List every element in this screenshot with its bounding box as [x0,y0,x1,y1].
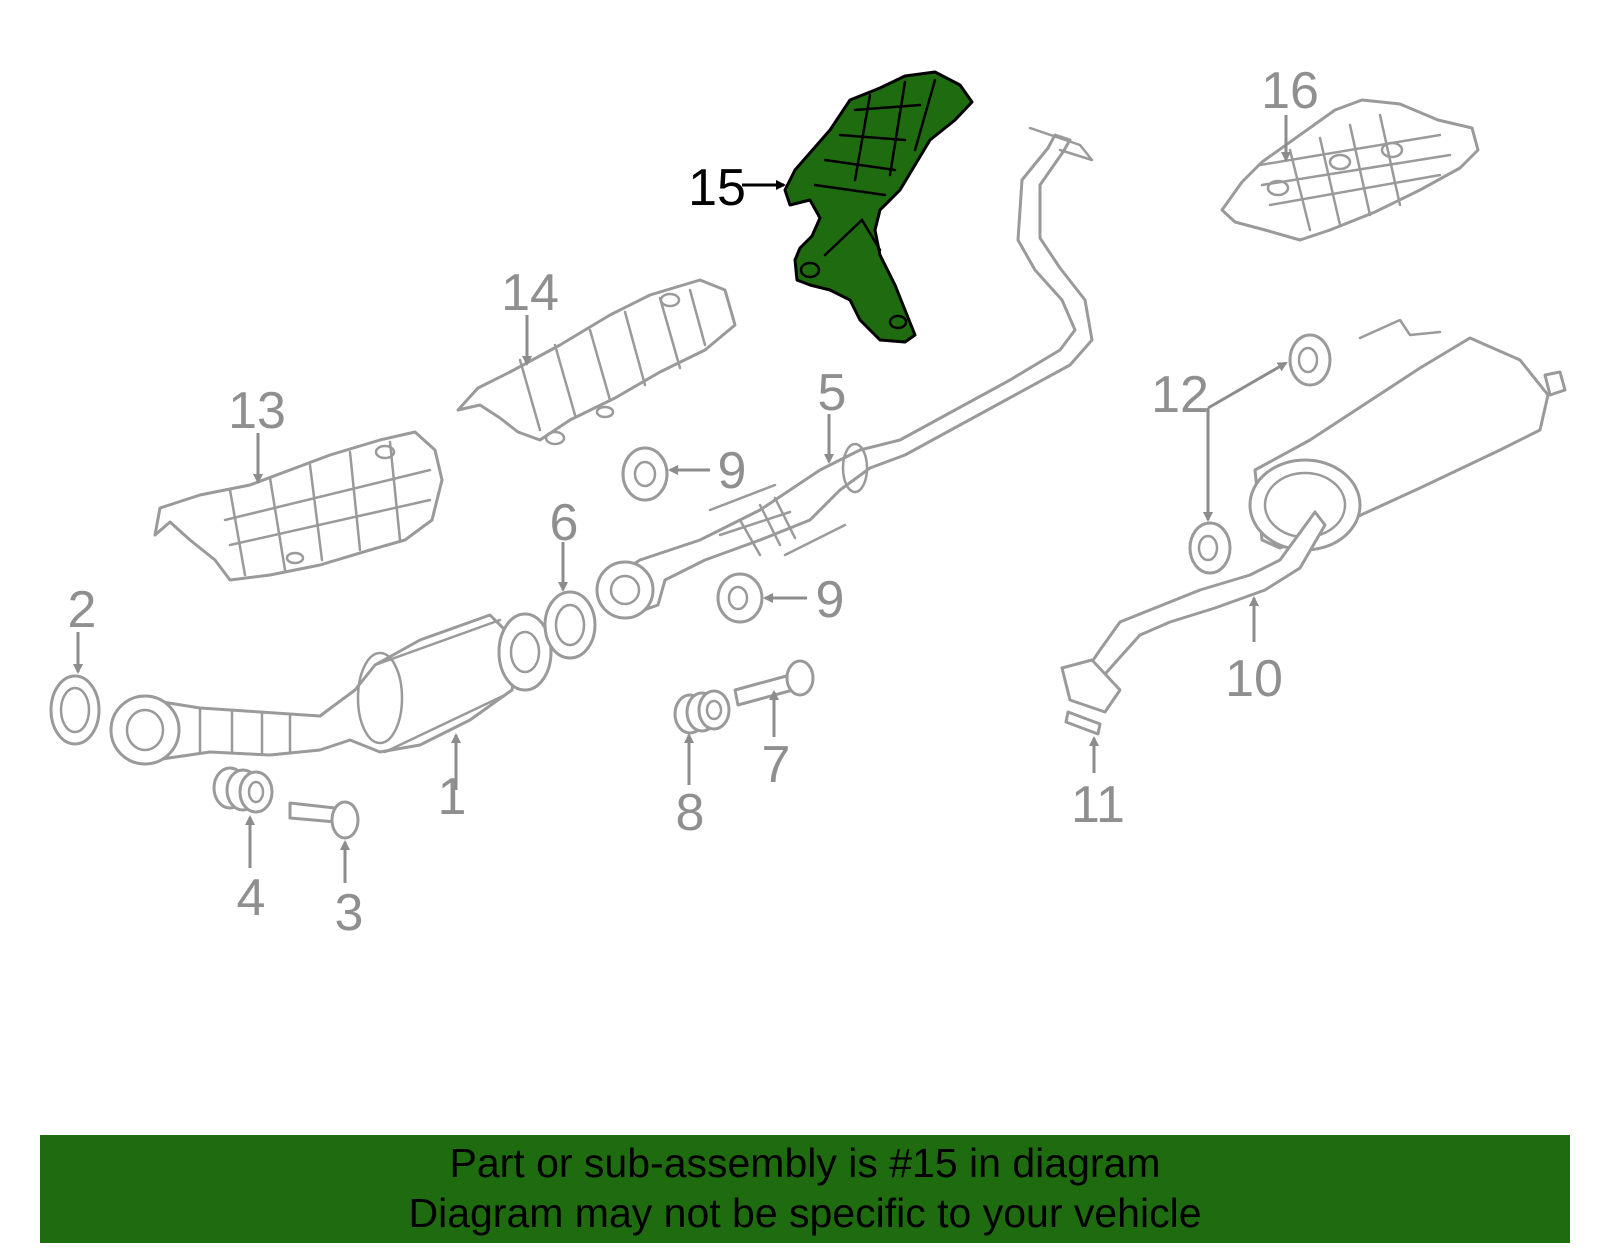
part-6-gasket[interactable] [543,590,597,660]
callout-12: 12 [1151,366,1209,424]
callout-14: 14 [501,264,559,322]
callout-1: 1 [438,768,467,826]
part-9-hanger-lower[interactable] [716,572,764,624]
callout-11: 11 [1071,776,1125,834]
part-15-heat-shield-highlighted[interactable] [783,70,974,344]
info-banner: Part or sub-assembly is #15 in diagram D… [40,1135,1570,1243]
callout-9-lower: 9 [816,571,845,629]
callout-3: 3 [335,884,364,942]
callout-8: 8 [676,784,705,842]
part-10-muffler[interactable] [1060,318,1567,714]
part-13-heat-shield[interactable] [153,430,444,582]
part-11-gasket[interactable] [1064,710,1102,736]
callout-10: 10 [1225,650,1283,708]
callout-13: 13 [228,382,286,440]
callout-7: 7 [762,736,791,794]
part-12-hanger-upper[interactable] [1288,333,1332,387]
part-1-front-pipe[interactable] [109,612,553,766]
part-8-spring[interactable] [673,689,731,735]
part-14-heat-shield[interactable] [456,278,737,446]
callout-6: 6 [550,494,579,552]
callout-15: 15 [688,159,746,217]
part-9-hanger-upper[interactable] [621,446,669,502]
callout-labels: 1 2 3 4 5 6 7 8 9 9 10 11 12 13 14 16 15 [68,62,1319,942]
part-16-heat-shield[interactable] [1220,98,1480,242]
callout-5: 5 [818,364,847,422]
leader-lines [73,115,1291,883]
callout-2: 2 [68,581,97,639]
part-5-center-pipe[interactable] [595,126,1094,620]
banner-background [40,1135,1570,1243]
banner-line-part: Part or sub-assembly is #15 in diagram [449,1140,1161,1186]
callout-9-upper: 9 [718,442,747,500]
part-2-gasket[interactable] [49,674,101,746]
part-7-bolt[interactable] [733,659,815,707]
callout-4: 4 [237,869,266,927]
banner-line-disclaimer: Diagram may not be specific to your vehi… [408,1190,1202,1236]
part-3-bolt[interactable] [288,800,360,840]
part-4-spring[interactable] [212,766,274,814]
callout-16: 16 [1261,62,1319,120]
part-12-hanger-lower[interactable] [1188,521,1232,575]
